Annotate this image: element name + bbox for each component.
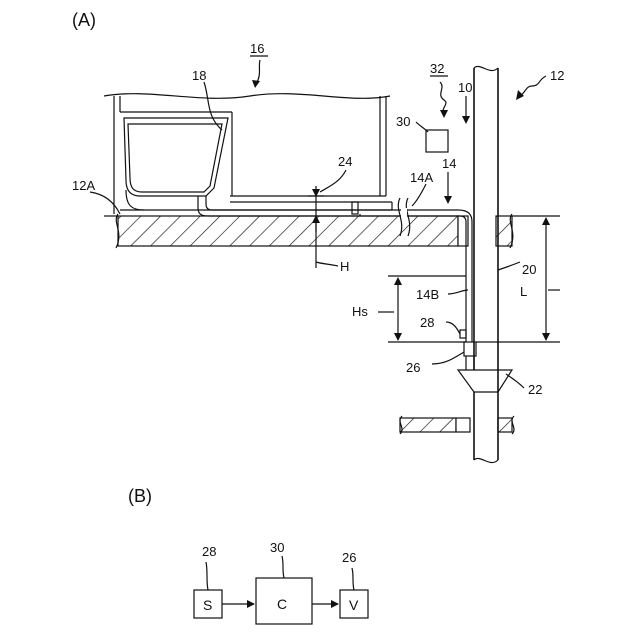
label-14b: 14B: [416, 287, 439, 302]
label-22: 22: [528, 382, 542, 397]
block-v-ref: 26: [342, 550, 356, 565]
label-14: 14: [442, 156, 456, 171]
label-10: 10: [458, 80, 472, 95]
controller-box: [426, 130, 448, 152]
label-12: 12: [550, 68, 564, 83]
block-s-ref: 28: [202, 544, 216, 559]
floor-slab: [104, 214, 513, 248]
label-14a: 14A: [410, 170, 433, 185]
block-c-ref: 30: [270, 540, 284, 555]
label-h: H: [340, 259, 349, 274]
label-24: 24: [338, 154, 352, 169]
panel-label-b: (B): [128, 486, 152, 506]
stack-pipe: [474, 66, 498, 462]
block-c-label: C: [277, 596, 287, 612]
label-26: 26: [406, 360, 420, 375]
sensor-body: [460, 330, 466, 338]
label-30: 30: [396, 114, 410, 129]
block-diagram: [194, 556, 368, 624]
label-28: 28: [420, 315, 434, 330]
funnel: [458, 356, 512, 392]
label-hs: Hs: [352, 304, 368, 319]
label-20: 20: [522, 262, 536, 277]
label-l: L: [520, 284, 527, 299]
label-16: 16: [250, 41, 264, 56]
dimension-hs: [388, 276, 466, 342]
label-18: 18: [192, 68, 206, 83]
bathtub: [124, 118, 228, 210]
label-32: 32: [430, 61, 444, 76]
panel-label-a: (A): [72, 10, 96, 30]
block-s-label: S: [203, 597, 212, 613]
block-v-label: V: [349, 597, 359, 613]
dimension-l: [476, 216, 560, 342]
lower-floor-slab: [400, 416, 514, 434]
label-12a: 12A: [72, 178, 95, 193]
